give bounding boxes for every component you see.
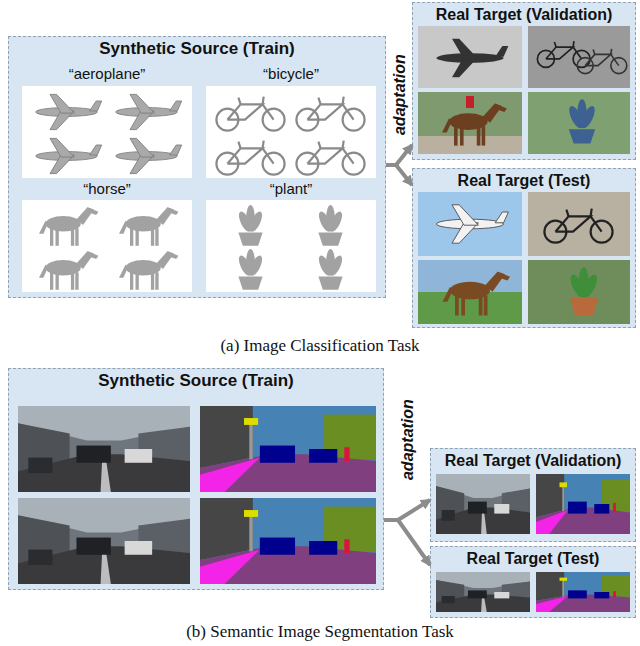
adaptation-arrow xyxy=(386,145,412,165)
adaptation-arrow xyxy=(384,500,430,520)
class-label: “bicycle” xyxy=(263,65,319,83)
panel-heading: Real Target (Test) xyxy=(467,549,600,568)
panel-heading: Real Target (Test) xyxy=(458,171,591,190)
panel-heading: Real Target (Validation) xyxy=(445,451,622,470)
adaptation-label: adaptation xyxy=(397,400,416,481)
subfigure-caption: (a) Image Classification Task xyxy=(220,336,419,356)
class-label: “horse” xyxy=(83,180,131,198)
panel-heading: Synthetic Source (Train) xyxy=(98,371,294,391)
adaptation-arrow xyxy=(386,165,412,185)
class-label: “plant” xyxy=(270,180,313,198)
adaptation-label: adaptation xyxy=(389,55,408,136)
panel-heading: Real Target (Validation) xyxy=(436,5,613,24)
adaptation-arrow xyxy=(384,520,430,565)
subfigure-caption: (b) Semantic Image Segmentation Task xyxy=(186,622,454,642)
class-label: “aeroplane” xyxy=(69,65,146,83)
panel-heading: Synthetic Source (Train) xyxy=(99,39,295,59)
